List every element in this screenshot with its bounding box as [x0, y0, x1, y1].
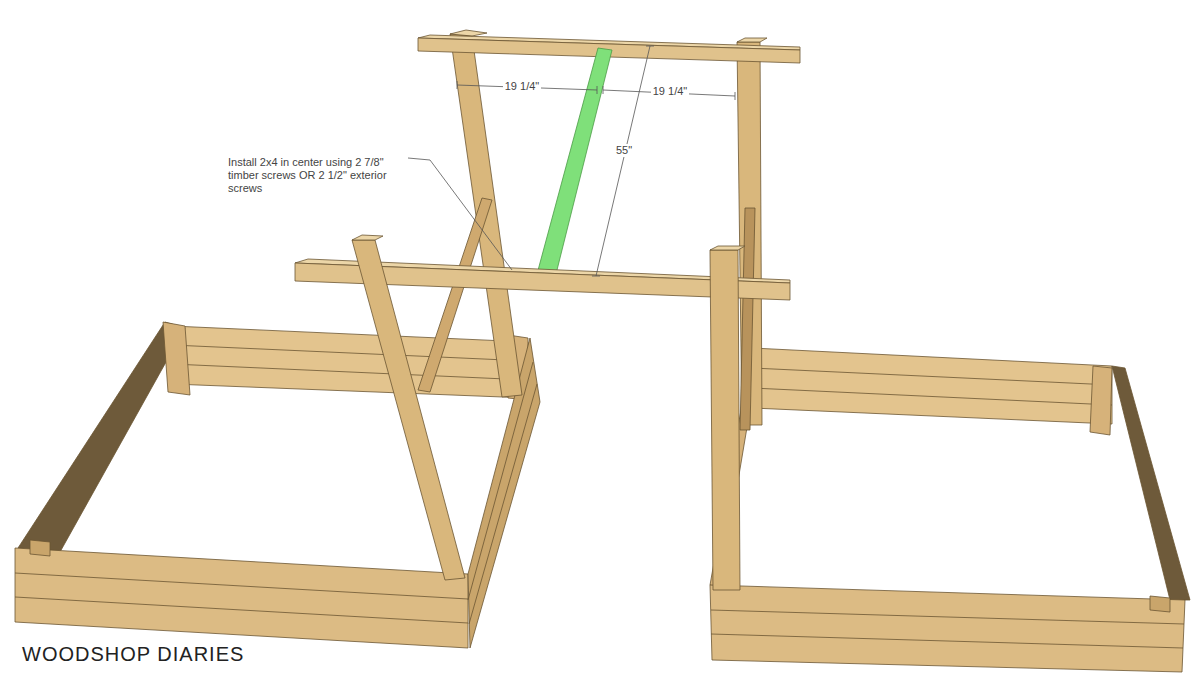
a-frame: [537, 48, 612, 274]
dimension-lines: [408, 158, 512, 270]
instruction-note: Install 2x4 in center using 2 7/8" timbe…: [228, 156, 398, 195]
dimension-lines: [603, 86, 604, 94]
a-frame: [418, 198, 492, 392]
a-frame: [710, 246, 745, 250]
dimension-lines: [596, 46, 650, 276]
left-planter-box: [468, 362, 533, 600]
dimension-lines: [592, 276, 600, 277]
dimension-lines: [735, 92, 736, 100]
a-frame: [740, 208, 755, 430]
right-planter-box: [711, 634, 1183, 648]
dimension-label: 19 1/4": [503, 80, 542, 93]
dimension-lines: [457, 81, 458, 89]
left-planter-box: [172, 364, 528, 380]
left-planter-box: [172, 345, 528, 361]
left-planter-box: [15, 548, 468, 648]
right-planter-box: [1090, 366, 1112, 435]
left-planter-box: [15, 597, 468, 623]
left-planter-box: [30, 540, 50, 556]
dimension-lines: [408, 46, 735, 276]
right-planter-box: [752, 388, 1112, 405]
a-frame: [352, 235, 383, 240]
left-planter-box: [172, 326, 528, 398]
right-planter-box: [710, 585, 1185, 672]
left-planter-box: [469, 384, 537, 624]
a-frame: [295, 30, 800, 590]
right-planter-box: [711, 610, 1184, 624]
a-frame: [352, 240, 465, 580]
a-frame: [737, 38, 767, 42]
dimension-lines: [597, 86, 598, 94]
dimension-lines: [646, 46, 654, 47]
left-planter-box: [163, 322, 190, 395]
right-planter-box: [1150, 596, 1170, 612]
dimension-label: 19 1/4": [651, 85, 690, 98]
left-planter-box: [18, 322, 185, 552]
right-planter-box: [752, 348, 1112, 424]
left-planter-box: [15, 573, 468, 599]
right-planter-box: [1112, 366, 1190, 600]
right-planter-box: [710, 348, 1190, 672]
a-frame: [450, 30, 487, 36]
a-frame: [710, 250, 740, 590]
left-planter-box: [15, 322, 540, 648]
dimension-label: 55": [614, 144, 634, 157]
right-planter-box: [752, 368, 1112, 385]
watermark: WOODSHOP DIARIES: [22, 642, 244, 666]
